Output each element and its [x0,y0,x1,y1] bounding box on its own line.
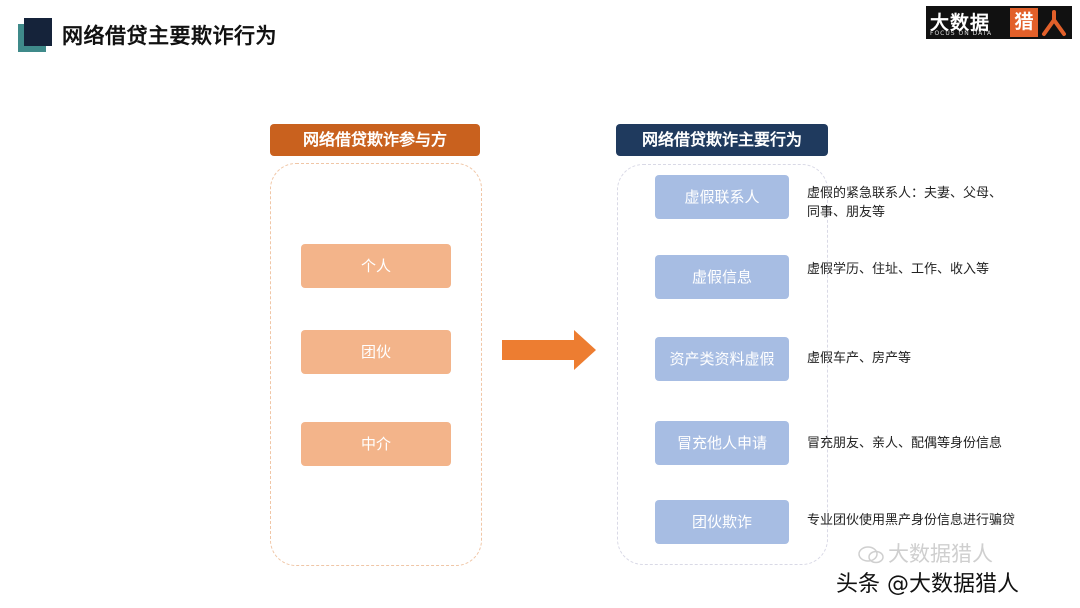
desc-line: 虚假车产、房产等 [807,351,912,366]
behavior-impersonation-desc: 冒充朋友、亲人、配偶等身份信息 [807,434,1039,453]
wechat-icon [858,546,884,564]
behavior-gang-fraud-desc: 专业团伙使用黑产身份信息进行骗贷 [807,511,1039,530]
watermark-bottom: 头条 @大数据猎人 [836,572,1019,597]
participants-header: 网络借贷欺诈参与方 [270,124,480,156]
desc-line: 虚假的紧急联系人：夫妻、父母、 [807,186,1003,201]
watermark-mid: 大数据猎人 [888,542,993,566]
title-mark-icon [18,18,52,52]
desc-line: 同事、朋友等 [807,205,886,220]
behaviors-header: 网络借贷欺诈主要行为 [616,124,828,156]
desc-line: 专业团伙使用黑产身份信息进行骗贷 [807,513,1016,528]
behavior-fake-contact: 虚假联系人 [655,175,789,219]
behavior-fake-info: 虚假信息 [655,255,789,299]
behavior-impersonation: 冒充他人申请 [655,421,789,465]
behavior-fake-assets: 资产类资料虚假 [655,337,789,381]
logo-person-icon [1040,8,1068,37]
logo-sub-text: FOCUS ON DATA [930,30,993,37]
flow-arrow-icon [502,330,596,370]
logo-accent-text: 猎 [1010,8,1038,37]
behavior-fake-info-desc: 虚假学历、住址、工作、收入等 [807,260,1039,279]
page-title: 网络借贷主要欺诈行为 [62,24,277,48]
participant-gang: 团伙 [301,330,451,374]
participant-individual: 个人 [301,244,451,288]
participant-agent: 中介 [301,422,451,466]
participants-panel [270,163,482,566]
behavior-fake-assets-desc: 虚假车产、房产等 [807,349,1039,368]
desc-line: 冒充朋友、亲人、配偶等身份信息 [807,436,1003,451]
brand-logo: 大数据 FOCUS ON DATA 猎 [926,6,1072,39]
desc-line: 虚假学历、住址、工作、收入等 [807,262,990,277]
logo-main-text: 大数据 [930,12,991,34]
behavior-fake-contact-desc: 虚假的紧急联系人：夫妻、父母、 同事、朋友等 [807,184,1039,222]
behavior-gang-fraud: 团伙欺诈 [655,500,789,544]
behaviors-panel [617,164,828,565]
